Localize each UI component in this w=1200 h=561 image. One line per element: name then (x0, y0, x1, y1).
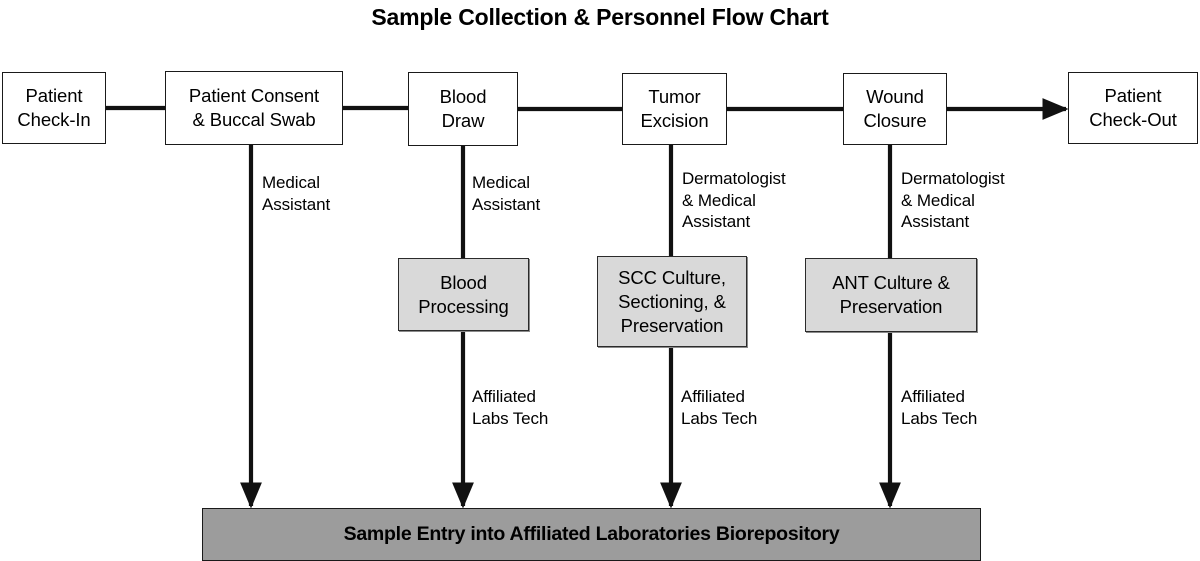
node-blood-processing: Blood Processing (398, 258, 529, 331)
anno-ant-lab-tech: Affiliated Labs Tech (901, 387, 978, 428)
node-label-blood-draw: Blood Draw (439, 86, 487, 131)
anno-blood-lab-tech: Affiliated Labs Tech (472, 387, 549, 428)
node-patient-check-out: Patient Check-Out (1068, 72, 1198, 144)
repository-label: Sample Entry into Affiliated Laboratorie… (343, 523, 840, 545)
page-title: Sample Collection & Personnel Flow Chart (371, 4, 829, 30)
node-blood-draw: Blood Draw (408, 72, 518, 146)
anno-scc-lab-tech: Affiliated Labs Tech (681, 387, 758, 428)
repository-terminal-node: Sample Entry into Affiliated Laboratorie… (202, 508, 981, 561)
node-label-blood-processing: Blood Processing (418, 271, 509, 317)
node-label-ant-culture: ANT Culture & Preservation (832, 272, 950, 317)
node-ant-culture: ANT Culture & Preservation (805, 258, 977, 332)
node-label-patient-check-in: Patient Check-In (17, 85, 91, 130)
node-label-patient-consent: Patient Consent & Buccal Swab (188, 85, 320, 130)
node-tumor-excision: Tumor Excision (622, 73, 727, 145)
node-label-wound-closure: Wound Closure (863, 86, 927, 131)
node-label-patient-check-out: Patient Check-Out (1089, 85, 1177, 130)
node-label-tumor-excision: Tumor Excision (640, 86, 709, 131)
node-patient-consent: Patient Consent & Buccal Swab (165, 71, 343, 145)
vertical-connectors (240, 145, 901, 509)
anno-wound-personnel: Dermatologist & Medical Assistant (901, 169, 1005, 231)
anno-blood-personnel: Medical Assistant (472, 173, 541, 214)
node-wound-closure: Wound Closure (843, 73, 947, 145)
node-scc-culture: SCC Culture, Sectioning, & Preservation (597, 256, 747, 347)
node-patient-check-in: Patient Check-In (2, 72, 106, 144)
anno-tumor-personnel: Dermatologist & Medical Assistant (682, 169, 786, 231)
anno-consent-personnel: Medical Assistant (262, 173, 331, 214)
node-label-scc-culture: SCC Culture, Sectioning, & Preservation (618, 266, 726, 336)
